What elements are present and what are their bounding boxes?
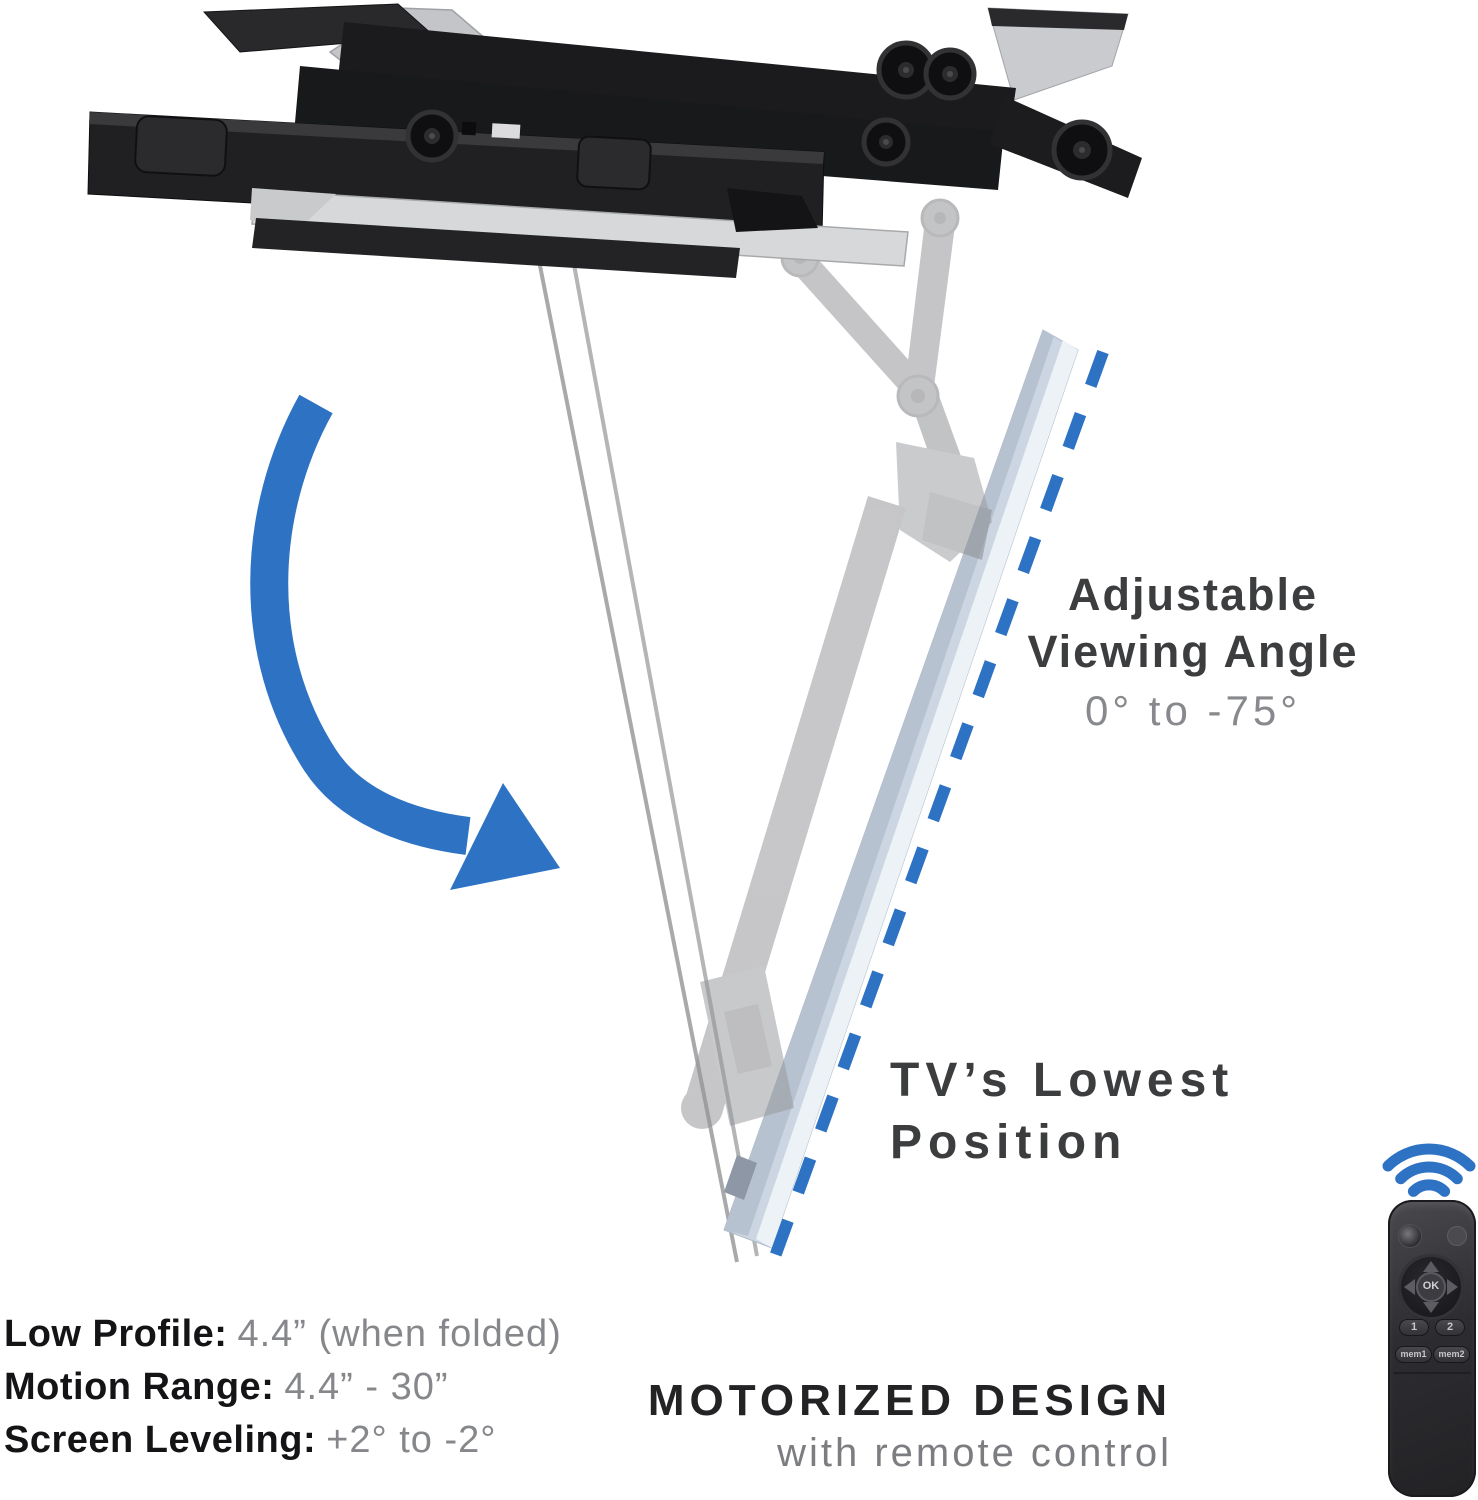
dpad-down-icon [1423, 1302, 1439, 1313]
ir-emitter-lens [1398, 1224, 1422, 1248]
wifi-signal-icon [1382, 1143, 1476, 1197]
remote-control: OK 1 2 mem1 mem2 [1388, 1200, 1476, 1497]
motorized-design-callout: MOTORIZED DESIGN with remote control [648, 1374, 1172, 1478]
remote-mem1-button: mem1 [1395, 1346, 1432, 1363]
spec-row-screen-leveling: Screen Leveling:+2° to -2° [4, 1414, 562, 1467]
spec-row-motion-range: Motion Range:4.4” - 30” [4, 1361, 562, 1414]
remote-seam [1393, 1372, 1471, 1374]
viewing-angle-callout: Adjustable Viewing Angle 0° to -75° [983, 566, 1403, 736]
spec-label: Motion Range: [4, 1366, 275, 1408]
ceiling-mount-folded [87, 3, 1142, 278]
spec-label: Low Profile: [4, 1313, 228, 1355]
dashed-tilt-line [767, 349, 1109, 1265]
feature-subtitle: with remote control [777, 1431, 1172, 1475]
slide-rail-dark [252, 218, 740, 278]
lowest-position-line2: Position [890, 1116, 1128, 1169]
spec-value: 4.4” (when folded) [237, 1313, 562, 1355]
viewing-angle-title-line1: Adjustable [1067, 569, 1319, 620]
spec-list: Low Profile:4.4” (when folded) Motion Ra… [4, 1308, 562, 1467]
bar-bumper-left [134, 115, 228, 177]
bar-bumper-right [576, 135, 652, 191]
remote-top-button [1447, 1226, 1467, 1246]
feature-title: MOTORIZED DESIGN [647, 1376, 1172, 1425]
spec-label: Screen Leveling: [4, 1419, 317, 1461]
pivot-discs [405, 40, 1113, 181]
curved-arrow-icon [250, 394, 560, 890]
arm-anchor-bracket [727, 188, 818, 232]
viewing-angle-range: 0° to -75° [1084, 687, 1302, 734]
remote-button-2: 2 [1435, 1319, 1465, 1336]
ceiling-plate-right [987, 7, 1129, 101]
remote-mem2-button: mem2 [1433, 1346, 1470, 1363]
viewing-angle-title-line2: Viewing Angle [1027, 626, 1359, 677]
spec-value: 4.4” - 30” [284, 1366, 449, 1408]
ok-button: OK [1416, 1272, 1446, 1302]
dpad-left-icon [1404, 1279, 1415, 1295]
spec-value: +2° to -2° [326, 1419, 497, 1461]
remote-button-1: 1 [1399, 1319, 1429, 1336]
dpad-up-icon [1423, 1261, 1439, 1272]
lowest-position-callout: TV’s Lowest Position [890, 1050, 1234, 1174]
spec-row-low-profile: Low Profile:4.4” (when folded) [4, 1308, 562, 1361]
lowest-position-line1: TV’s Lowest [890, 1054, 1235, 1107]
mount-top-beam [338, 22, 1016, 142]
remote-dpad: OK [1398, 1254, 1464, 1320]
dpad-right-icon [1447, 1279, 1458, 1295]
mount-body [294, 66, 1004, 190]
